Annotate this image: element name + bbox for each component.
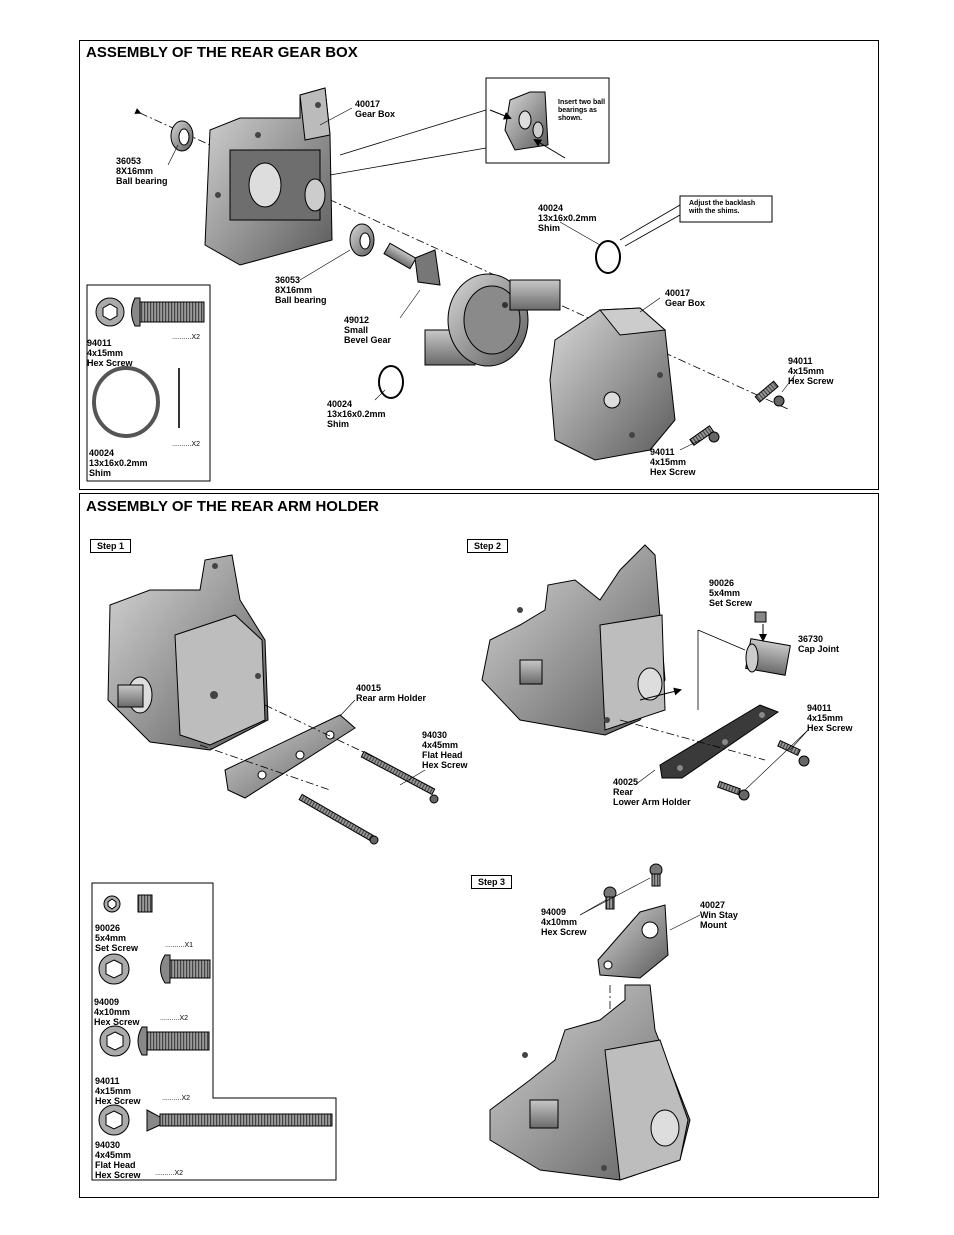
parts-box-1-label-screw: 94011 4x15mm Hex Screw [87, 338, 133, 368]
label-set-screw: 90026 5x4mm Set Screw [709, 578, 753, 608]
label-lower-arm: 40025 Rear Lower Arm Holder [613, 777, 691, 807]
parts-box-1-screw-icon [95, 297, 205, 327]
label-cap-joint: 36730 Cap Joint [798, 634, 840, 654]
label-hex-screw-step2: 94011 4x15mm Hex Screw [807, 703, 853, 733]
parts-box-2-hex-screw-4x15-icon [99, 1025, 210, 1057]
step3-gear-box [489, 984, 691, 1181]
step3-hex-screw-b [649, 863, 663, 887]
step1-flat-head-screw-bottom [298, 793, 379, 845]
step3-hex-screw-a [603, 886, 617, 910]
label-flat-head: 94030 4x45mm Flat Head Hex Screw [422, 730, 468, 770]
parts-box-2-label-set-screw: 90026 5x4mm Set Screw [95, 923, 139, 953]
label-bearing-mid: 36053 8X16mm Ball bearing [275, 275, 327, 305]
step2-lower-arm-holder [659, 704, 780, 779]
backlash-note: Adjust the backlash with the shims. [689, 200, 756, 215]
step2-hex-screw-a [777, 739, 810, 767]
label-bearing-left: 36053 8X16mm Ball bearing [116, 156, 168, 186]
gear-box-right-half [549, 307, 676, 461]
label-gearbox-right: 40017 Gear Box [665, 288, 706, 308]
inset-note: Insert two ball bearings as shown. [558, 99, 606, 122]
parts-box-2-label-hex-4x15: 94011 4x15mm Hex Screw [95, 1076, 141, 1106]
step1-gear-box [107, 554, 269, 751]
label-win-stay: 40027 Win Stay Mount [700, 900, 738, 930]
hex-screw-bottom [689, 425, 720, 447]
label-arm-holder: 40015 Rear arm Holder [356, 683, 427, 703]
parts-box-2-qty-hex-4x10: ..........X2 [160, 1015, 189, 1022]
inset-gearbox-drawing [504, 91, 549, 151]
hex-screw-right [754, 380, 785, 407]
parts-box-2-label-flat-head: 94030 4x45mm Flat Head Hex Screw [95, 1140, 141, 1180]
step1-flat-head-screw-top [360, 750, 439, 804]
parts-box-2-hex-screw-4x10-icon [98, 953, 211, 985]
shim-bottom [378, 365, 404, 399]
label-hex-screw-step3: 94009 4x10mm Hex Screw [541, 907, 587, 937]
step2-cap-joint [745, 638, 791, 676]
step3-badge: Step 3 [471, 875, 513, 889]
backlash-note-box [679, 195, 773, 223]
step2-set-screw [754, 611, 767, 623]
parts-box-1-qty-screw: ..........X2 [172, 334, 201, 341]
rear-gear-box-panel [79, 40, 879, 490]
section1-title: ASSEMBLY OF THE REAR GEAR BOX [86, 44, 358, 61]
parts-box-2-qty-set-screw: ..........X1 [165, 942, 194, 949]
parts-box-1-qty-shim: ..........X2 [172, 441, 201, 448]
step1-rear-arm-holder [224, 714, 356, 799]
step3-win-stay-mount [597, 904, 669, 979]
label-gearbox-top: 40017 Gear Box [355, 99, 396, 119]
parts-box-2-flat-head-icon [98, 1104, 333, 1136]
gear-box-left-half [204, 87, 333, 266]
label-shim-bottom: 40024 13x16x0.2mm Shim [327, 399, 386, 429]
parts-box-2-qty-hex-4x15: ..........X2 [162, 1095, 191, 1102]
step1-badge: Step 1 [90, 539, 132, 553]
ball-bearing-left [170, 120, 194, 152]
shim-top [595, 240, 621, 274]
label-screw-bottom: 94011 4x15mm Hex Screw [650, 447, 696, 477]
small-bevel-gear [383, 242, 441, 286]
label-shim-top: 40024 13x16x0.2mm Shim [538, 203, 597, 233]
parts-box-2-label-hex-4x10: 94009 4x10mm Hex Screw [94, 997, 140, 1027]
step2-hex-screw-b [716, 780, 750, 801]
step2-gear-box [481, 544, 666, 736]
differential-assembly [424, 273, 561, 367]
step2-badge: Step 2 [467, 539, 509, 553]
parts-box-2-qty-flat-head: ..........X2 [155, 1170, 184, 1177]
parts-box-2-set-screw-icon [103, 894, 153, 913]
parts-box-1-shim-icon [92, 366, 180, 438]
parts-box-1-label-shim: 40024 13x16x0.2mm Shim [89, 448, 148, 478]
ball-bearing-mid [349, 223, 375, 257]
section2-title: ASSEMBLY OF THE REAR ARM HOLDER [86, 498, 379, 515]
parts-box-2 [91, 882, 337, 1181]
label-screw-right: 94011 4x15mm Hex Screw [788, 356, 834, 386]
label-bevel-gear: 49012 Small Bevel Gear [344, 315, 392, 345]
